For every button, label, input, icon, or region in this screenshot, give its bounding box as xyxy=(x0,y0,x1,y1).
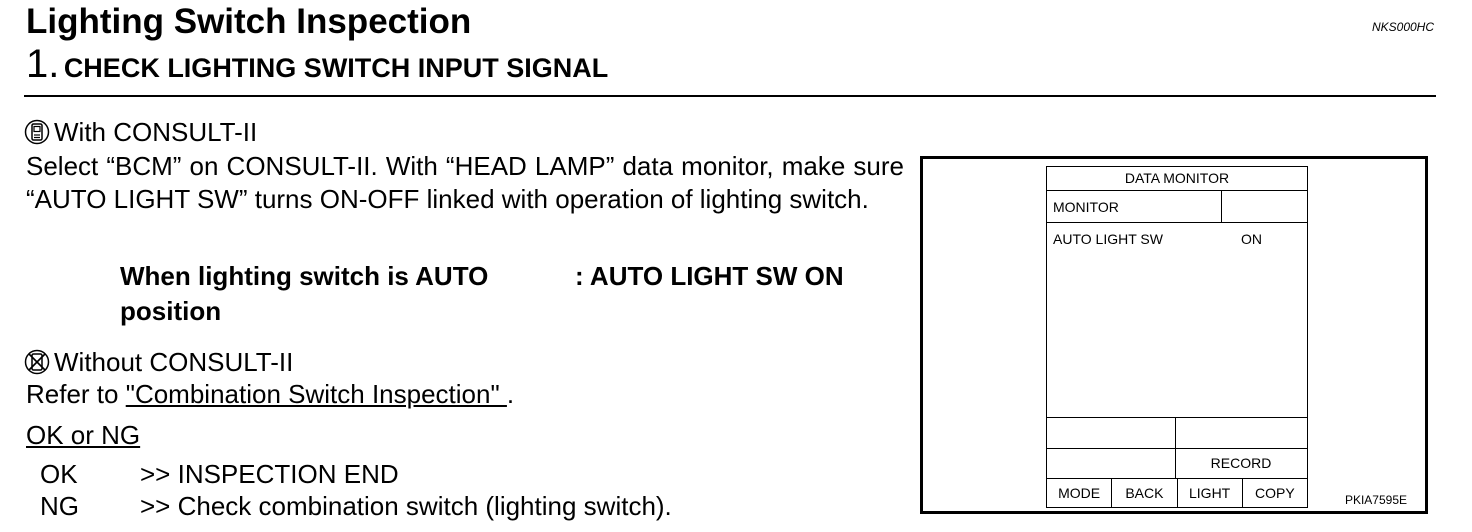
monitor-column-header: MONITOR xyxy=(1047,191,1307,223)
step-title: CHECK LIGHTING SWITCH INPUT SIGNAL xyxy=(63,53,609,83)
header-divider-line xyxy=(1221,191,1222,222)
monitor-header-label: MONITOR xyxy=(1053,199,1119,215)
page-title: Lighting Switch Inspection xyxy=(26,2,472,41)
row-divider-line xyxy=(1175,418,1176,448)
result-row-ng: NG >> Check combination switch (lighting … xyxy=(40,491,672,522)
consult-tool-icon xyxy=(24,118,50,146)
light-button[interactable]: LIGHT xyxy=(1178,479,1243,507)
copy-button[interactable]: COPY xyxy=(1255,485,1295,501)
record-button[interactable]: RECORD xyxy=(1210,455,1272,471)
result-key: NG xyxy=(40,491,79,521)
monitor-title: DATA MONITOR xyxy=(1047,167,1307,191)
document-id: NKS000HC xyxy=(1371,20,1434,34)
refer-line: Refer to "Combination Switch Inspection"… xyxy=(26,379,514,410)
header-divider xyxy=(24,95,1436,97)
spec-result: : AUTO LIGHT SW ON xyxy=(575,261,844,291)
back-button[interactable]: BACK xyxy=(1112,479,1178,507)
mode-button[interactable]: MODE xyxy=(1047,479,1113,507)
with-consult-heading: With CONSULT-II xyxy=(24,117,257,148)
without-consult-heading: Without CONSULT-II xyxy=(24,347,293,378)
refer-suffix: . xyxy=(506,379,515,409)
result-action: >> Check combination switch (lighting sw… xyxy=(140,491,672,521)
figure-id: PKIA7595E xyxy=(1344,493,1407,507)
step-number: 1. xyxy=(26,42,60,86)
monitor-item-name: AUTO LIGHT SW xyxy=(1053,231,1163,247)
without-consult-label: Without CONSULT-II xyxy=(54,347,294,377)
ok-ng-heading: OK or NG xyxy=(26,420,141,450)
consult-instructions: Select “BCM” on CONSULT-II. With “HEAD L… xyxy=(26,151,904,214)
monitor-item-value: ON xyxy=(1241,231,1262,247)
result-key: OK xyxy=(40,459,78,489)
spec-condition: When lighting switch is AUTO position xyxy=(120,261,489,326)
no-consult-icon xyxy=(24,348,50,376)
with-consult-label: With CONSULT-II xyxy=(54,117,258,147)
combination-switch-inspection-link[interactable]: "Combination Switch Inspection" xyxy=(125,379,507,409)
refer-prefix: Refer to xyxy=(26,379,126,409)
result-action: >> INSPECTION END xyxy=(140,459,399,489)
step-heading: 1. CHECK LIGHTING SWITCH INPUT SIGNAL xyxy=(26,42,608,87)
monitor-record-row: RECORD xyxy=(1047,449,1307,479)
result-row-ok: OK >> INSPECTION END xyxy=(40,459,399,490)
monitor-button-bar: MODE BACK LIGHT COPY xyxy=(1047,479,1307,507)
consult-screen: DATA MONITOR MONITOR AUTO LIGHT SW ON RE… xyxy=(1046,166,1308,508)
data-monitor-figure: DATA MONITOR MONITOR AUTO LIGHT SW ON RE… xyxy=(920,156,1428,514)
monitor-blank-row xyxy=(1047,417,1307,449)
row-divider-line xyxy=(1175,449,1176,478)
